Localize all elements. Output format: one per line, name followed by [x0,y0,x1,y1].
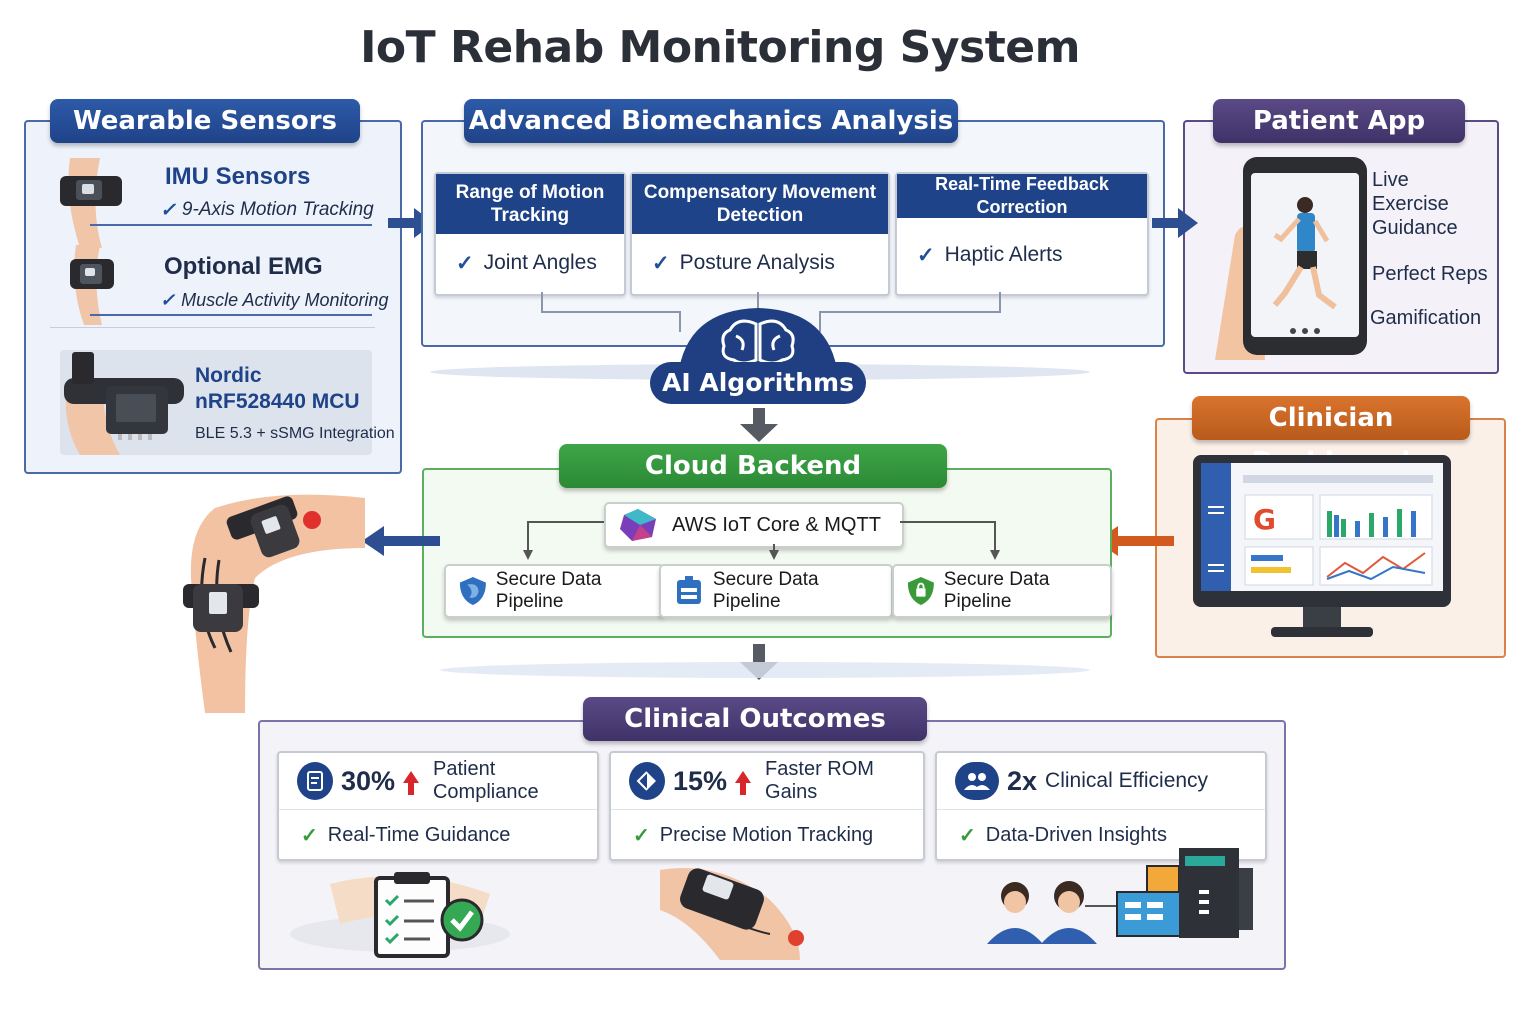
gauge-icon [629,762,665,800]
database-icon [676,576,701,604]
feedback-card-item: ✓ Haptic Alerts [917,243,1063,267]
pipeline-connectors [523,521,1000,560]
knee-brace-image [183,494,365,713]
clinical-outcomes-tab: Clinical Outcomes [583,697,927,741]
check-icon: ✓ [456,251,474,275]
mcu-device-image [64,352,184,455]
secure-pipeline-1: Secure Data Pipeline [444,564,664,618]
phone-image [1215,157,1367,360]
outcome-compliance-feature: Real-Time Guidance [327,823,511,846]
check-icon: ✓ [160,290,176,310]
mcu-title-line2: nRF528440 MCU [195,390,360,413]
knee-sensor-image [660,868,804,960]
emg-feature: ✓ Muscle Activity Monitoring [160,290,389,310]
check-icon: ✓ [160,200,176,221]
outcome-rom-label: Faster ROM Gains [765,758,874,803]
aws-iot-core-box: AWS IoT Core & MQTT [604,502,904,548]
outcome-compliance-label: Patient Compliance [432,758,539,803]
svg-text:G: G [1253,503,1276,536]
patient-app-tab: Patient App [1213,99,1465,143]
arrow-right-icon [1152,208,1198,238]
check-icon: ✓ [301,824,318,847]
up-arrow-icon [402,771,419,795]
swoosh-decoration [440,662,1090,678]
check-icon: ✓ [652,251,670,275]
rom-card-title: Range of Motion Tracking [436,174,624,234]
emg-title: Optional EMG [164,253,323,280]
secure-pipeline-3: Secure Data Pipeline [892,564,1112,618]
aws-iot-icon [620,509,656,541]
ai-algorithms-pill: AI Algorithms [650,362,866,404]
rom-card-item: ✓ Joint Angles [456,251,597,275]
patient-app-item-live: Live Exercise Guidance [1372,169,1458,239]
clinicians-data-image [987,848,1253,944]
check-icon: ✓ [959,824,976,847]
outcome-efficiency-feature: Data-Driven Insights [985,823,1167,846]
outcome-compliance-card: 30% Patient Compliance ✓ Real-Time Guida… [277,751,599,861]
clinician-dashboard-tab: Clinician Dashboard [1192,396,1470,477]
dashboard-monitor-image: G [1193,455,1451,637]
imu-underline [90,224,372,226]
wearable-sensors-tab: Wearable Sensors [50,99,360,143]
outcome-rom-stat: 15% [673,765,728,796]
check-icon: ✓ [917,243,935,267]
outcome-compliance-stat: 30% [340,765,395,796]
outcome-efficiency-card: 2x Clinical Efficiency ✓ Data-Driven Ins… [935,751,1267,861]
imu-sensor-image [60,158,122,248]
lock-shield-icon [907,577,934,605]
check-icon: ✓ [633,824,650,847]
cloud-backend-tab: Cloud Backend [559,444,947,488]
divider [50,327,375,328]
secure-pipeline-2: Secure Data Pipeline [659,564,893,618]
compensatory-card-item: ✓ Posture Analysis [652,251,835,275]
shield-icon [459,577,486,605]
aws-iot-core-label: AWS IoT Core & MQTT [672,513,881,536]
arrow-left-icon [362,526,440,556]
outcome-rom-feature: Precise Motion Tracking [659,823,874,846]
outcome-rom-card: 15% Faster ROM Gains ✓ Precise Motion Tr… [609,751,925,861]
imu-title: IMU Sensors [165,163,311,190]
compensatory-card-title: Compensatory Movement Detection [632,174,888,234]
biomechanics-tab: Advanced Biomechanics Analysis [464,99,958,143]
imu-feature: ✓ 9-Axis Motion Tracking [160,199,374,221]
page-title: IoT Rehab Monitoring System [360,22,1080,73]
mcu-note: BLE 5.3 + sSMG Integration [195,425,395,442]
feedback-card: Real-Time Feedback Correction ✓ Haptic A… [895,172,1149,296]
patient-app-item-gamification: Gamification [1370,307,1482,329]
arrow-down-icon [740,408,778,442]
clipboard-icon [297,762,333,800]
up-arrow-icon [735,771,752,795]
mcu-title-line1: Nordic [195,364,262,387]
checklist-image [290,872,510,958]
outcome-efficiency-label: Clinical Efficiency [1045,769,1209,792]
team-icon [955,762,999,800]
patient-app-item-reps: Perfect Reps [1372,263,1488,285]
feedback-card-title: Real-Time Feedback Correction [897,174,1147,218]
compensatory-card: Compensatory Movement Detection ✓ Postur… [630,172,890,296]
outcome-efficiency-stat: 2x [1007,765,1038,796]
emg-sensor-image [70,245,114,325]
rom-card: Range of Motion Tracking ✓ Joint Angles [434,172,626,296]
emg-underline [90,314,372,316]
